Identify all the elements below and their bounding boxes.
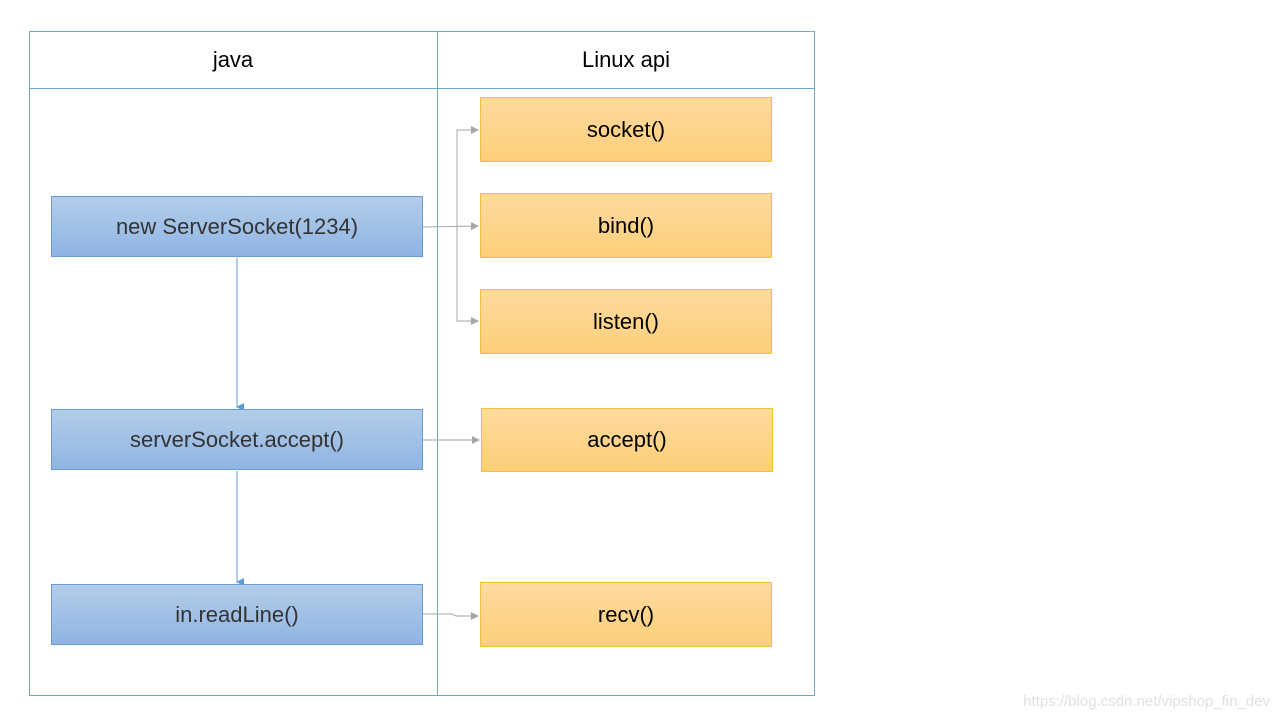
linux-api-column-header: Linux api — [581, 46, 671, 72]
java-step-accept: serverSocket.accept() — [51, 409, 423, 470]
linux-call-socket: socket() — [480, 97, 772, 162]
java-step-read-line: in.readLine() — [51, 584, 423, 645]
call-arrow-server-to-socket — [456, 126, 479, 227]
java-step-server-socket: new ServerSocket(1234) — [51, 196, 423, 257]
watermark-text: https://blog.csdn.net/vipshop_fin_dev — [1023, 693, 1270, 710]
call-arrow-readline-to-recv — [423, 612, 479, 620]
call-arrow-server-to-bind — [422, 222, 479, 231]
linux-call-bind: bind() — [480, 193, 772, 258]
linux-call-accept: accept() — [481, 408, 773, 472]
linux-call-listen: listen() — [480, 289, 772, 354]
call-arrow-server-to-listen — [456, 227, 479, 325]
header-divider — [29, 88, 815, 89]
java-column-header: java — [212, 46, 254, 72]
column-divider — [437, 31, 438, 696]
table-frame — [29, 31, 815, 696]
linux-call-recv: recv() — [480, 582, 772, 647]
